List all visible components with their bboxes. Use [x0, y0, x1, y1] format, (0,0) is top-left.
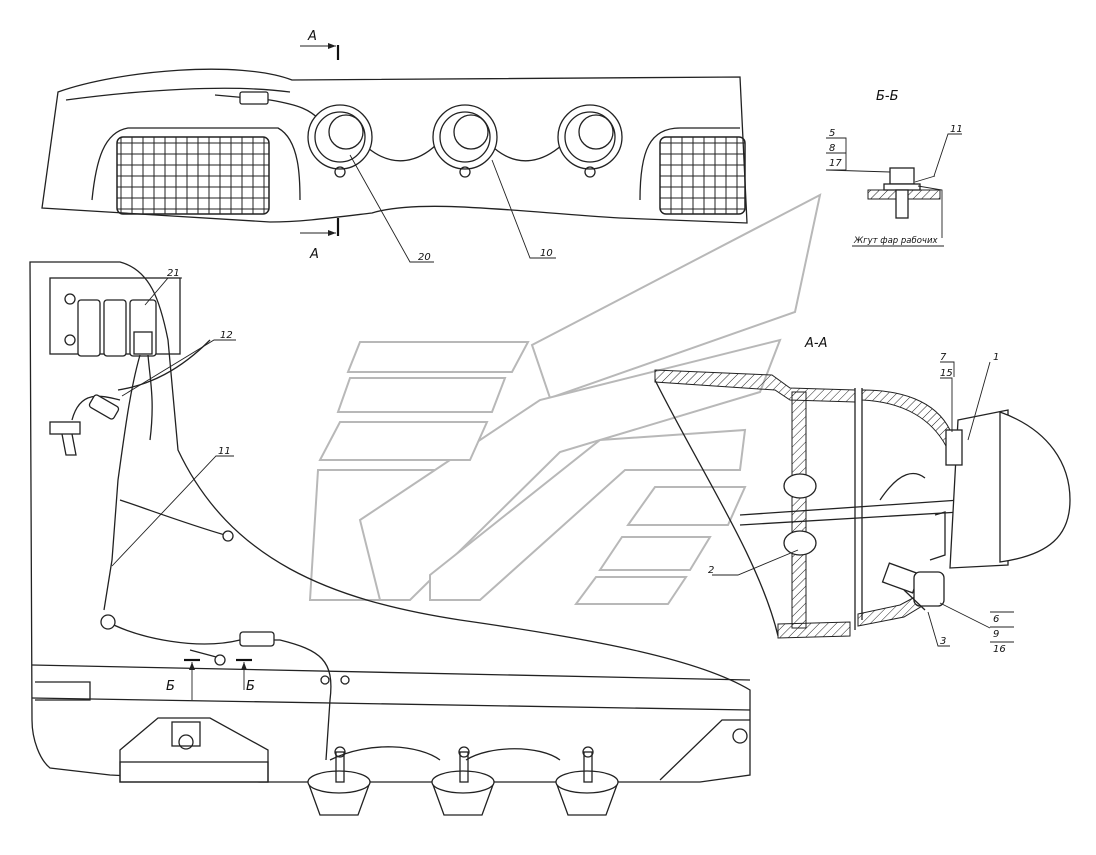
callout-17: 17 — [829, 158, 842, 169]
callout-8: 8 — [829, 143, 835, 154]
right-vent-grille — [659, 136, 746, 215]
top-panel-view: А А 20 10 — [41, 29, 748, 263]
lamp-3 — [557, 104, 623, 178]
callout-16: 16 — [993, 644, 1006, 655]
lamp-1 — [307, 104, 373, 178]
callout-11-main: 11 — [218, 446, 231, 457]
callout-20: 20 — [418, 252, 431, 263]
callout-1: 1 — [993, 352, 999, 363]
callout-3: 3 — [940, 636, 946, 647]
callout-10: 10 — [540, 248, 553, 259]
section-bb-detail: Б-Б 11 5 8 17 Жгут фар рабочих — [825, 89, 963, 247]
section-aa-title: А-А — [804, 336, 827, 351]
watermark-logo — [308, 193, 822, 605]
lamp-2 — [432, 104, 498, 178]
harness-note: Жгут фар рабочих — [853, 236, 938, 246]
callout-6: 6 — [993, 614, 999, 625]
callout-12: 12 — [220, 330, 233, 341]
callout-9: 9 — [993, 629, 999, 640]
switch-block — [49, 277, 181, 357]
lamp-unit-3 — [555, 746, 619, 816]
cut-label-b-left: Б — [166, 679, 175, 694]
lamp-unit-2 — [431, 746, 495, 816]
callout-7: 7 — [940, 352, 947, 363]
callout-21: 21 — [167, 268, 180, 279]
headlamp-section — [929, 409, 1071, 569]
lower-headlamp — [119, 717, 750, 783]
callout-5: 5 — [829, 128, 835, 139]
bracket-bolt — [881, 562, 945, 611]
section-aa-detail: А-А 2 — [654, 336, 1071, 655]
cut-label-b-right: Б — [246, 679, 255, 694]
callout-2: 2 — [708, 565, 714, 576]
lamp-unit-1 — [307, 746, 371, 816]
cut-label-a-bottom: А — [309, 247, 319, 262]
callout-15: 15 — [940, 368, 953, 379]
section-bb-title: Б-Б — [876, 89, 899, 104]
cut-label-a-top: А — [307, 29, 317, 44]
cab-harness-view: Б Б — [29, 261, 751, 816]
callout-11-bb: 11 — [950, 124, 963, 135]
left-vent-grille — [116, 136, 270, 215]
